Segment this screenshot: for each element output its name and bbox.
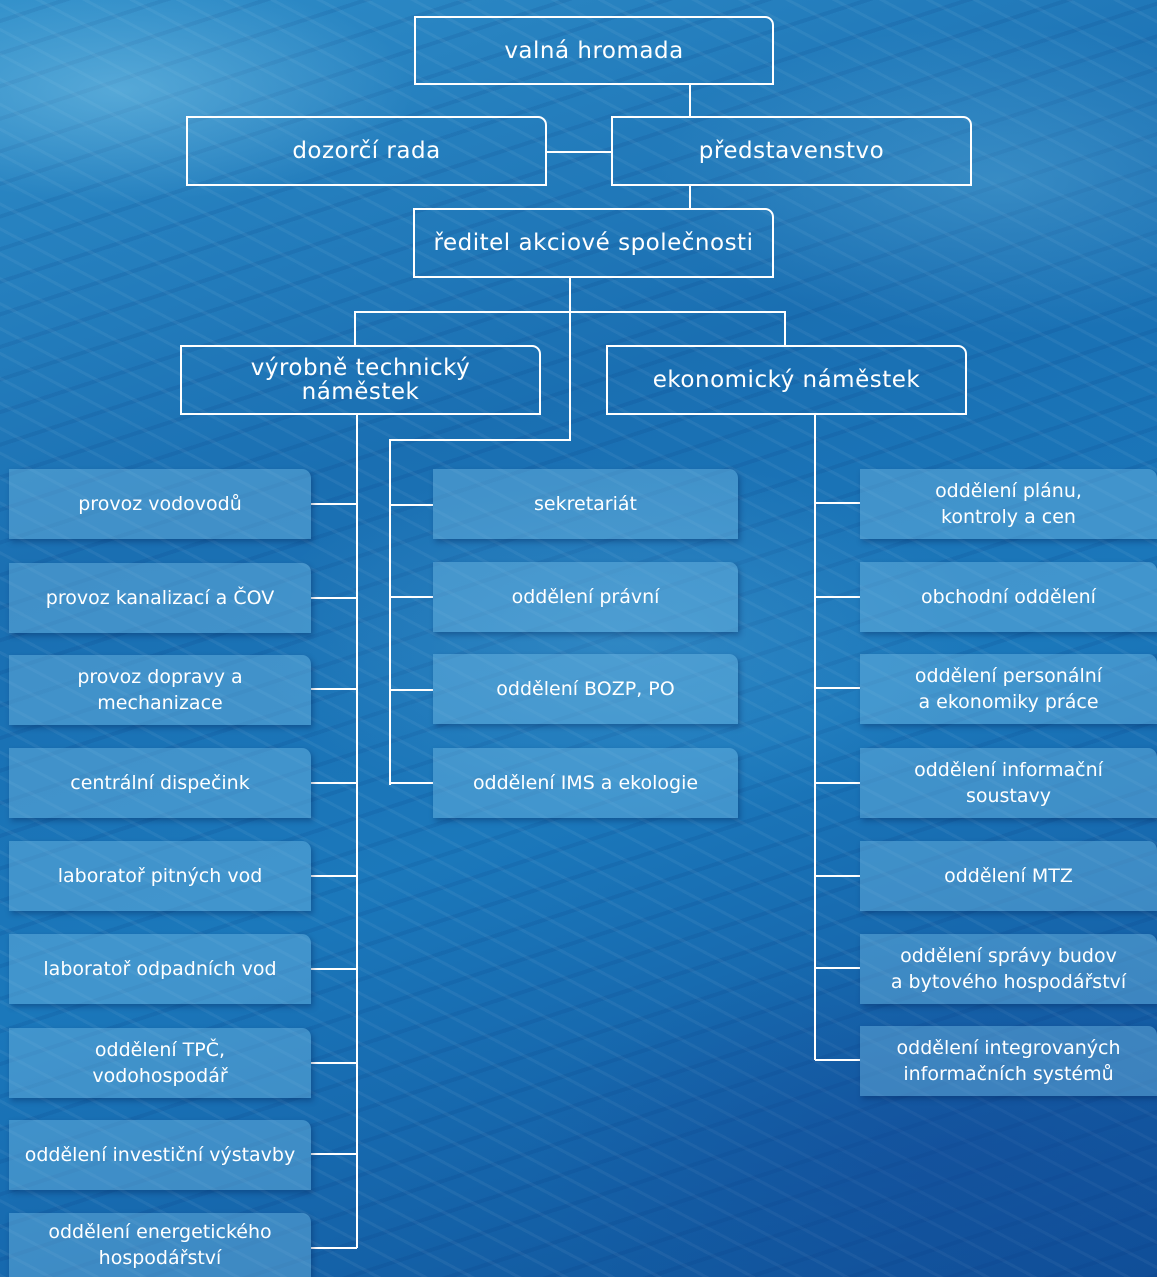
director-unit: oddělení právní <box>433 562 738 632</box>
economic-deputy-box: ekonomický náměstek <box>606 345 967 415</box>
economic-unit: oddělení informační soustavy <box>860 748 1157 818</box>
technical-unit: provoz dopravy a mechanizace <box>9 655 311 725</box>
economic-deputy-label: ekonomický náměstek <box>652 367 921 393</box>
board-of-directors-label: představenstvo <box>698 138 885 164</box>
economic-unit-label: oddělení personální a ekonomiky práce <box>914 665 1103 713</box>
director-unit: oddělení BOZP, PO <box>433 654 738 724</box>
general-meeting-box: valná hromada <box>414 16 774 85</box>
technical-unit-label: oddělení investiční výstavby <box>24 1144 296 1166</box>
technical-unit: oddělení investiční výstavby <box>9 1120 311 1190</box>
technical-unit: provoz vodovodů <box>9 469 311 539</box>
technical-unit-label: laboratoř pitných vod <box>57 865 263 887</box>
technical-unit-label: centrální dispečink <box>70 772 250 794</box>
economic-unit: oddělení správy budov a bytového hospodá… <box>860 934 1157 1004</box>
director-label: ředitel akciové společnosti <box>433 230 754 256</box>
technical-unit: laboratoř pitných vod <box>9 841 311 911</box>
technical-unit-label: provoz vodovodů <box>78 493 242 515</box>
technical-deputy-box: výrobně technický náměstek <box>180 345 541 415</box>
economic-unit: oddělení personální a ekonomiky práce <box>860 654 1157 724</box>
economic-unit: oddělení integrovaných informačních syst… <box>860 1026 1157 1096</box>
supervisory-board-box: dozorčí rada <box>186 116 547 186</box>
technical-unit: provoz kanalizací a ČOV <box>9 563 311 633</box>
technical-unit-label: provoz kanalizací a ČOV <box>45 587 275 609</box>
technical-unit-label: oddělení energetického hospodářství <box>48 1221 272 1269</box>
technical-unit-label: oddělení TPČ, vodohospodář <box>92 1039 228 1087</box>
supervisory-board-label: dozorčí rada <box>292 138 441 164</box>
technical-unit: oddělení energetického hospodářství <box>9 1213 311 1277</box>
technical-unit: oddělení TPČ, vodohospodář <box>9 1028 311 1098</box>
economic-unit-label: oddělení plánu, kontroly a cen <box>935 480 1082 528</box>
economic-unit-label: oddělení MTZ <box>944 865 1073 887</box>
economic-unit: obchodní oddělení <box>860 562 1157 632</box>
general-meeting-label: valná hromada <box>504 37 684 64</box>
economic-unit-label: oddělení správy budov a bytového hospodá… <box>890 945 1127 993</box>
director-unit-label: oddělení právní <box>511 586 660 608</box>
director-unit-label: sekretariát <box>534 493 637 515</box>
economic-unit-label: oddělení informační soustavy <box>914 759 1103 807</box>
director-unit-label: oddělení IMS a ekologie <box>472 772 699 794</box>
director-unit-label: oddělení BOZP, PO <box>496 678 675 700</box>
technical-unit: centrální dispečink <box>9 748 311 818</box>
director-unit: oddělení IMS a ekologie <box>433 748 738 818</box>
economic-unit-label: obchodní oddělení <box>921 586 1096 608</box>
economic-unit: oddělení MTZ <box>860 841 1157 911</box>
board-of-directors-box: představenstvo <box>611 116 972 186</box>
director-unit: sekretariát <box>433 469 738 539</box>
technical-unit-label: provoz dopravy a mechanizace <box>77 666 243 714</box>
technical-unit-label: laboratoř odpadních vod <box>43 958 277 980</box>
economic-unit-label: oddělení integrovaných informačních syst… <box>896 1037 1121 1085</box>
economic-unit: oddělení plánu, kontroly a cen <box>860 469 1157 539</box>
technical-deputy-label: výrobně technický náměstek <box>250 355 471 405</box>
director-box: ředitel akciové společnosti <box>413 208 774 278</box>
technical-unit: laboratoř odpadních vod <box>9 934 311 1004</box>
